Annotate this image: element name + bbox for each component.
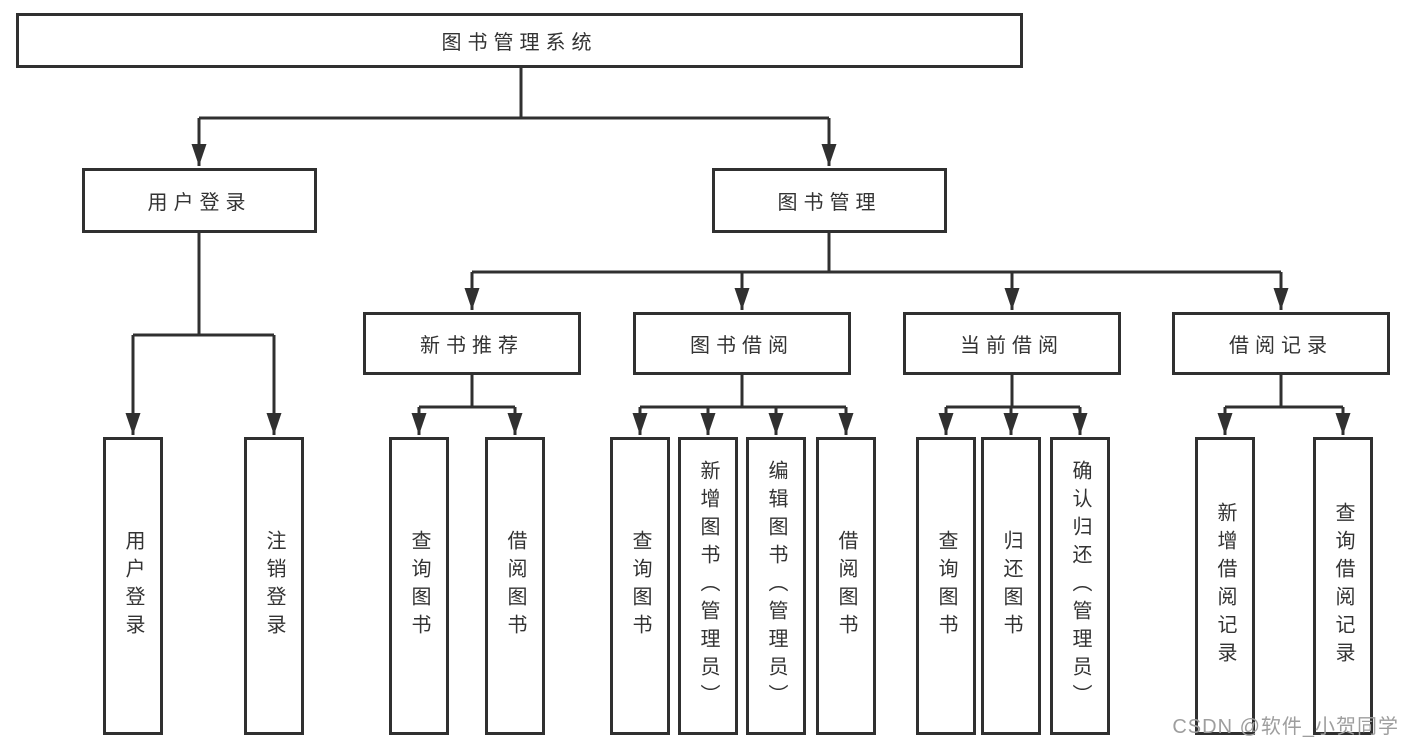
leaf-label: 查询图书	[935, 530, 957, 642]
node-user-login: 用户登录	[82, 168, 317, 233]
leaf-add-book-admin: 新增图书（管理员）	[678, 437, 738, 735]
leaf-label: 确认归还（管理员）	[1069, 460, 1091, 712]
node-new-book-recommendation: 新书推荐	[363, 312, 581, 375]
leaf-user-login: 用户登录	[103, 437, 163, 735]
leaf-query-books-borrow: 查询图书	[610, 437, 670, 735]
leaf-label: 查询借阅记录	[1332, 502, 1354, 670]
leaf-label: 编辑图书（管理员）	[765, 460, 787, 712]
node-borrowing-records: 借阅记录	[1172, 312, 1390, 375]
node-library-management-system: 图书管理系统	[16, 13, 1023, 68]
csdn-watermark: CSDN @软件_小贺同学	[1172, 716, 1399, 738]
node-book-management: 图书管理	[712, 168, 947, 233]
leaf-edit-book-admin: 编辑图书（管理员）	[746, 437, 806, 735]
leaf-return-book: 归还图书	[981, 437, 1041, 735]
leaf-label: 借阅图书	[504, 530, 526, 642]
leaf-label: 借阅图书	[835, 530, 857, 642]
leaf-query-borrow-record: 查询借阅记录	[1313, 437, 1373, 735]
leaf-label: 新增借阅记录	[1214, 502, 1236, 670]
leaf-add-borrow-record: 新增借阅记录	[1195, 437, 1255, 735]
leaf-label: 新增图书（管理员）	[697, 460, 719, 712]
leaf-confirm-return-admin: 确认归还（管理员）	[1050, 437, 1110, 735]
leaf-label: 用户登录	[122, 530, 144, 642]
leaf-label: 归还图书	[1000, 530, 1022, 642]
leaf-label: 查询图书	[408, 530, 430, 642]
leaf-query-books-current: 查询图书	[916, 437, 976, 735]
leaf-label: 查询图书	[629, 530, 651, 642]
leaf-query-books-recommend: 查询图书	[389, 437, 449, 735]
leaf-borrow-books: 借阅图书	[816, 437, 876, 735]
leaf-logout: 注销登录	[244, 437, 304, 735]
node-book-borrowing: 图书借阅	[633, 312, 851, 375]
leaf-label: 注销登录	[263, 530, 285, 642]
node-current-borrowing: 当前借阅	[903, 312, 1121, 375]
leaf-borrow-books-recommend: 借阅图书	[485, 437, 545, 735]
